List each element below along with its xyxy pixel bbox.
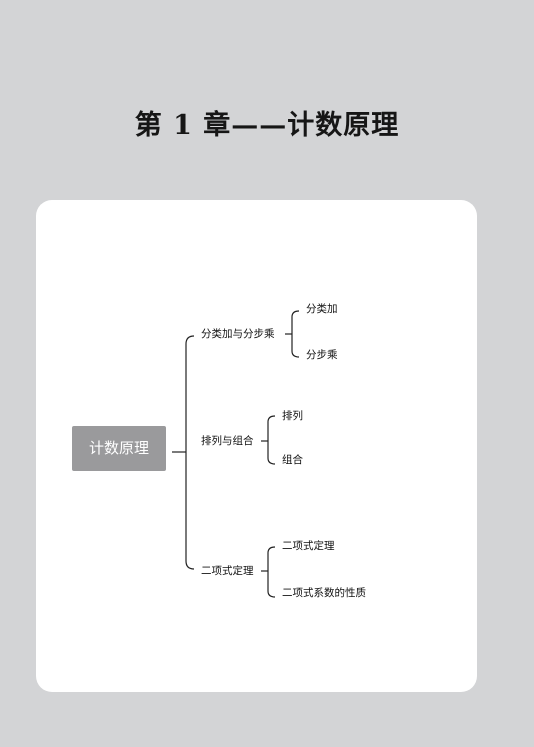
leaf-label: 二项式定理 <box>282 540 335 552</box>
branch-label: 排列与组合 <box>201 435 254 447</box>
branch-2-bracket <box>267 415 276 465</box>
leaf-label: 分步乘 <box>306 349 338 361</box>
branch-1-bracket <box>291 310 300 358</box>
branch-label: 分类加与分步乘 <box>201 328 275 340</box>
branch-3-bracket <box>267 546 276 598</box>
mindmap-root-node: 计数原理 <box>72 426 166 471</box>
branch-label: 二项式定理 <box>201 565 254 577</box>
leaf-label: 二项式系数的性质 <box>282 587 366 599</box>
leaf-label: 分类加 <box>306 303 338 315</box>
leaf-label: 排列 <box>282 410 303 422</box>
chapter-title: 第 1 章——计数原理 <box>134 110 400 141</box>
main-bracket <box>185 335 195 570</box>
leaf-label: 组合 <box>282 454 303 466</box>
